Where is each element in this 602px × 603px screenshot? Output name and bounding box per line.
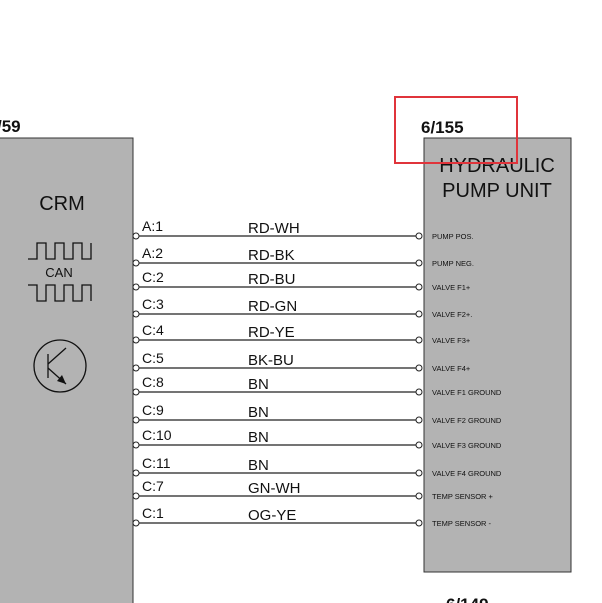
wire-color-label: RD-GN xyxy=(248,298,297,315)
signal-label: VALVE F1 GROUND xyxy=(432,388,502,397)
pin-label: C:5 xyxy=(142,350,164,366)
wire-color-label: BN xyxy=(248,457,269,474)
transistor-icon xyxy=(33,339,87,393)
wire-color-label: BN xyxy=(248,376,269,393)
pump-terminal xyxy=(415,492,423,500)
connection-row: A:1 RD-WH PUMP POS. xyxy=(132,218,474,241)
connection-row: C:8 BN VALVE F1 GROUND xyxy=(132,374,502,397)
crm-terminal xyxy=(132,259,140,267)
connection-row: C:10 BN VALVE F3 GROUND xyxy=(132,427,502,450)
crm-terminal xyxy=(132,441,140,449)
crm-title: CRM xyxy=(39,193,85,215)
wire-color-label: RD-BU xyxy=(248,271,296,288)
pin-label: C:7 xyxy=(142,478,164,494)
crm-terminal xyxy=(132,232,140,240)
pin-label: C:8 xyxy=(142,374,164,390)
signal-label: VALVE F3+ xyxy=(432,336,471,345)
signal-label: VALVE F2 GROUND xyxy=(432,416,502,425)
crm-terminal xyxy=(132,388,140,396)
signal-label: VALVE F2+. xyxy=(432,310,472,319)
wire-color-label: RD-WH xyxy=(248,220,300,237)
crm-terminal xyxy=(132,519,140,527)
signal-label: PUMP NEG. xyxy=(432,259,474,268)
pump-terminal xyxy=(415,310,423,318)
connection-row: C:7 GN-WH TEMP SENSOR + xyxy=(132,478,494,501)
crm-terminal xyxy=(132,336,140,344)
can-label: CAN xyxy=(45,265,72,280)
connection-row: C:2 RD-BU VALVE F1+ xyxy=(132,269,471,292)
reference-highlight-box xyxy=(394,96,518,164)
pump-terminal xyxy=(415,283,423,291)
wire-color-label: OG-YE xyxy=(248,507,296,524)
pin-label: C:11 xyxy=(142,455,171,471)
pin-label: C:1 xyxy=(142,505,164,521)
pump-terminal xyxy=(415,469,423,477)
wire-color-label: RD-BK xyxy=(248,247,295,264)
pump-unit-title-line1: HYDRAULIC xyxy=(439,155,555,177)
connection-row: A:2 RD-BK PUMP NEG. xyxy=(132,245,474,268)
crm-terminal xyxy=(132,310,140,318)
wire-color-label: BN xyxy=(248,404,269,421)
crm-terminal xyxy=(132,364,140,372)
pump-terminal xyxy=(415,416,423,424)
crm-ref-label: /59 xyxy=(0,117,21,136)
wire-color-label: RD-YE xyxy=(248,324,295,341)
signal-label: VALVE F1+ xyxy=(432,283,471,292)
signal-label: VALVE F4+ xyxy=(432,364,471,373)
wire-color-label: BN xyxy=(248,429,269,446)
connection-row: C:4 RD-YE VALVE F3+ xyxy=(132,322,471,345)
signal-label: VALVE F3 GROUND xyxy=(432,441,502,450)
pin-label: C:2 xyxy=(142,269,164,285)
connection-row: C:9 BN VALVE F2 GROUND xyxy=(132,402,502,425)
signal-label: VALVE F4 GROUND xyxy=(432,469,502,478)
pump-terminal xyxy=(415,441,423,449)
connection-row: C:11 BN VALVE F4 GROUND xyxy=(132,455,502,478)
crm-terminal xyxy=(132,492,140,500)
connection-row: C:3 RD-GN VALVE F2+. xyxy=(132,296,472,319)
signal-label: PUMP POS. xyxy=(432,232,474,241)
pump-unit-title-line2: PUMP UNIT xyxy=(442,180,552,202)
pump-terminal xyxy=(415,259,423,267)
pump-unit-ref-label: 6/155 xyxy=(421,118,464,137)
wire-color-label: BK-BU xyxy=(248,352,294,369)
can-waveform-top-icon xyxy=(28,242,92,260)
pin-label: C:9 xyxy=(142,402,164,418)
signal-label: TEMP SENSOR + xyxy=(432,492,494,501)
signal-label: TEMP SENSOR - xyxy=(432,519,492,528)
pin-label: C:10 xyxy=(142,427,172,443)
crm-block xyxy=(0,137,134,603)
pin-label: C:3 xyxy=(142,296,164,312)
wire-color-label: GN-WH xyxy=(248,480,301,497)
pump-terminal xyxy=(415,519,423,527)
pump-terminal xyxy=(415,232,423,240)
pump-terminal xyxy=(415,388,423,396)
connection-row: C:5 BK-BU VALVE F4+ xyxy=(132,350,471,373)
pump-terminal xyxy=(415,364,423,372)
crm-terminal xyxy=(132,416,140,424)
bottom-ref-label: 6/149 xyxy=(446,595,489,603)
pin-label: C:4 xyxy=(142,322,164,338)
crm-terminal xyxy=(132,283,140,291)
connection-row: C:1 OG-YE TEMP SENSOR - xyxy=(132,505,492,528)
crm-terminal xyxy=(132,469,140,477)
can-waveform-bottom-icon xyxy=(28,284,92,302)
pin-label: A:2 xyxy=(142,245,163,261)
pump-terminal xyxy=(415,336,423,344)
hydraulic-pump-unit-block xyxy=(423,137,572,573)
pin-label: A:1 xyxy=(142,218,163,234)
